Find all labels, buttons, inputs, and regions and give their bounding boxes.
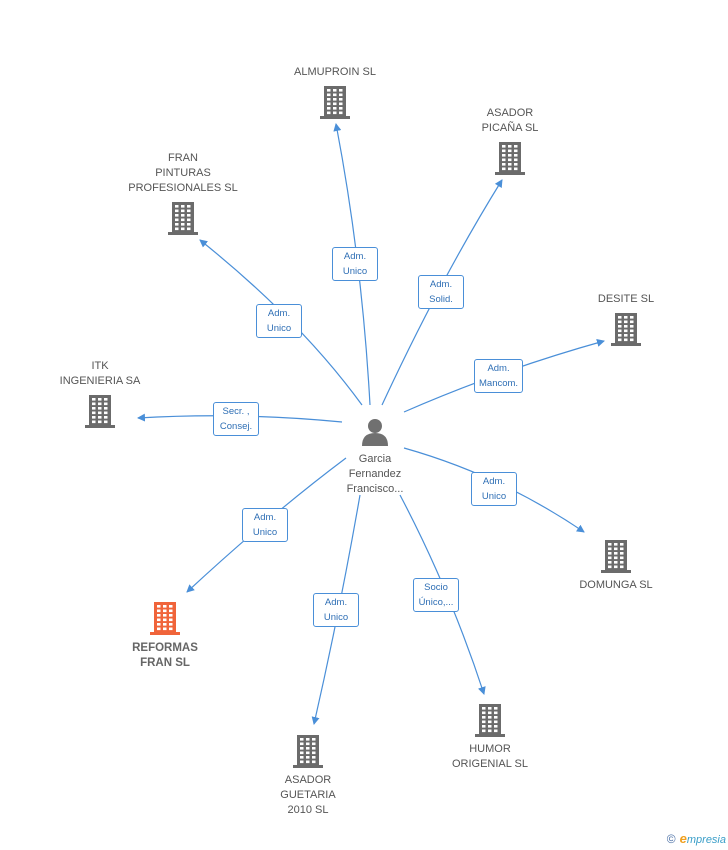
company-label: ITK INGENIERIA SA <box>59 360 141 387</box>
company-label: FRAN PINTURAS PROFESIONALES SL <box>128 152 238 194</box>
empresia-watermark: ©empresia <box>667 831 726 846</box>
company-label: DESITE SL <box>597 293 655 305</box>
building-icon <box>611 313 641 346</box>
relation-label-fran-pinturas[interactable]: Adm. Unico <box>256 304 302 338</box>
company-itk[interactable]: ITK INGENIERIA SA <box>30 359 170 429</box>
center-person-name[interactable]: Garcia Fernandez Francisco... <box>346 453 404 495</box>
building-icon <box>168 202 198 235</box>
relation-label-itk[interactable]: Secr. , Consej. <box>213 402 259 436</box>
company-label: ASADOR GUETARIA 2010 SL <box>280 774 336 816</box>
company-label: ASADOR PICAÑA SL <box>481 107 539 134</box>
copyright-symbol: © <box>666 832 676 846</box>
relation-label-asador-guetaria[interactable]: Adm. Unico <box>313 593 359 627</box>
company-humor-origenial[interactable]: HUMOR ORIGENIAL SL <box>420 702 560 772</box>
company-label: ALMUPROIN SL <box>294 66 376 78</box>
company-desite[interactable]: DESITE SL <box>556 292 696 347</box>
building-icon <box>150 602 180 635</box>
relation-label-reformas-fran[interactable]: Adm. Unico <box>242 508 288 542</box>
company-label: REFORMAS FRAN SL <box>132 642 198 669</box>
relation-label-desite[interactable]: Adm. Mancom. <box>474 359 524 393</box>
company-fran-pinturas[interactable]: FRAN PINTURAS PROFESIONALES SL <box>113 151 253 236</box>
brand-initial: e <box>679 831 687 846</box>
relation-label-humor-origenial[interactable]: Socio Único,... <box>413 578 459 612</box>
company-reformas-fran[interactable]: REFORMAS FRAN SL <box>95 600 235 671</box>
building-icon <box>293 735 323 768</box>
company-label: HUMOR ORIGENIAL SL <box>451 743 528 770</box>
building-icon <box>475 704 505 737</box>
person-icon[interactable] <box>362 419 388 446</box>
company-almuproin[interactable]: ALMUPROIN SL <box>265 65 405 120</box>
relation-label-domunga[interactable]: Adm. Unico <box>471 472 517 506</box>
building-icon <box>85 395 115 428</box>
relation-label-almuproin[interactable]: Adm. Unico <box>332 247 378 281</box>
company-domunga[interactable]: DOMUNGA SL <box>546 538 686 593</box>
building-icon <box>495 142 525 175</box>
company-asador-picana[interactable]: ASADOR PICAÑA SL <box>440 106 580 176</box>
relation-label-asador-picana[interactable]: Adm. Solid. <box>418 275 464 309</box>
building-icon <box>601 540 631 573</box>
company-label: DOMUNGA SL <box>579 579 653 591</box>
building-icon <box>320 86 350 119</box>
brand-name: mpresia <box>686 834 726 846</box>
company-asador-guetaria[interactable]: ASADOR GUETARIA 2010 SL <box>238 733 378 818</box>
